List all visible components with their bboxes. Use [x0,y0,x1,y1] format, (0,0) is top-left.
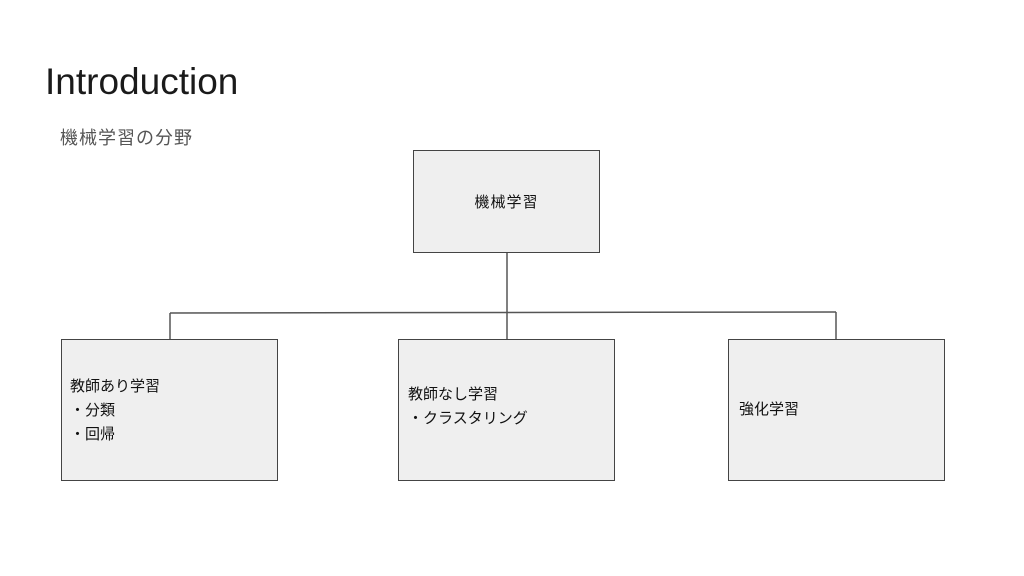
child-node-item: ・クラスタリング [408,409,528,427]
child-node-item: ・分類 [70,401,116,419]
root-node: 機械学習 [413,150,600,253]
connector-horizontal-bar [169,311,837,314]
child-node-item: ・回帰 [70,425,116,443]
child-node-supervised: 教師あり学習 ・分類 ・回帰 [61,339,278,481]
child-node-label: 教師あり学習 [70,377,161,395]
child-node-reinforcement: 強化学習 [728,339,945,481]
root-node-label: 機械学習 [474,192,539,211]
child-node-label: 教師なし学習 [408,385,499,403]
child-node-label: 強化学習 [739,400,800,418]
child-node-unsupervised: 教師なし学習 ・クラスタリング [398,339,615,481]
slide-title: Introduction [45,61,239,102]
slide-subtitle: 機械学習の分野 [60,128,193,149]
